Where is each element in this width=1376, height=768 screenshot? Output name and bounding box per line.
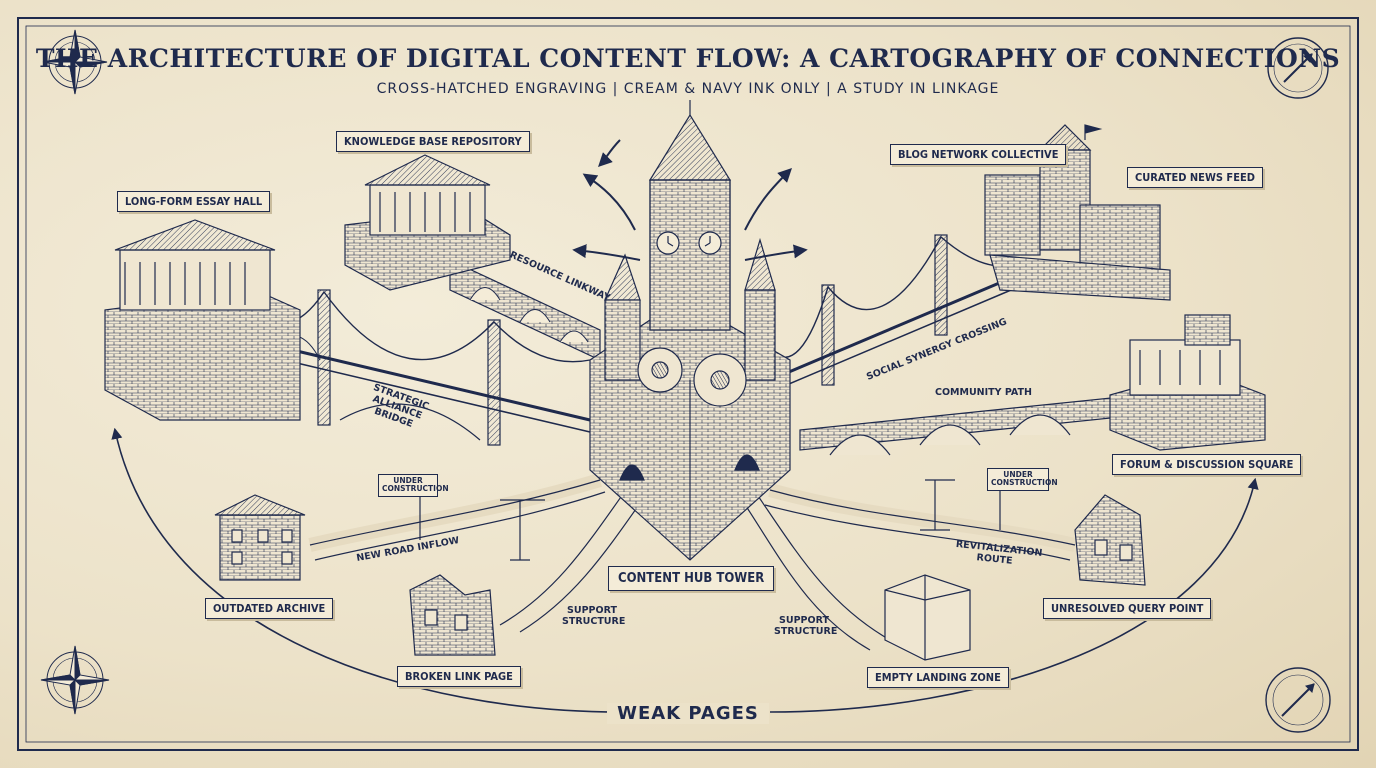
label-long-form-essay-hall: LONG-FORM ESSAY HALL <box>117 191 271 212</box>
content-hub-tower <box>589 100 791 561</box>
label-outdated-archive: OUTDATED ARCHIVE <box>205 598 334 619</box>
ornamental-border <box>17 17 1359 751</box>
strategic-alliance-bridge <box>249 289 591 446</box>
sign-under-construction-left: UNDER CONSTRUCTION <box>378 474 449 497</box>
blog-network-collective <box>984 124 1171 301</box>
empty-landing-building <box>884 574 971 661</box>
label-community-path: COMMUNITY PATH <box>935 387 1032 398</box>
compass-dial-icon <box>1267 37 1329 99</box>
page-title: THE ARCHITECTURE OF DIGITAL CONTENT FLOW… <box>35 44 1341 73</box>
sign-under-construction-right: UNDER CONSTRUCTION <box>987 468 1058 491</box>
label-support-right: SUPPORT STRUCTURE <box>774 615 838 637</box>
label-support-left: SUPPORT STRUCTURE <box>562 605 626 627</box>
forum-building <box>1109 314 1266 451</box>
broken-link-building <box>409 574 496 656</box>
page-subtitle: CROSS-HATCHED ENGRAVING | CREAM & NAVY I… <box>376 81 1000 97</box>
community-path <box>799 394 1141 456</box>
resource-linkway <box>449 259 601 361</box>
label-broken-link: BROKEN LINK PAGE <box>397 666 521 687</box>
construction-crane <box>419 479 1001 561</box>
roads <box>308 469 1077 651</box>
label-empty-landing: EMPTY LANDING ZONE <box>867 667 1009 688</box>
outflow-arrows <box>572 139 808 261</box>
weak-pages-arrows <box>111 427 1259 713</box>
compass-dial-icon <box>1265 667 1331 733</box>
compass-rose-icon <box>40 645 110 715</box>
label-unresolved-query: UNRESOLVED QUERY POINT <box>1043 598 1212 619</box>
long-form-essay-hall <box>104 219 301 421</box>
knowledge-base-repository <box>344 154 511 291</box>
label-forum: FORUM & DISCUSSION SQUARE <box>1112 454 1302 475</box>
unresolved-query-building <box>1074 494 1146 586</box>
compass-rose-icon <box>42 29 108 95</box>
label-knowledge-base: KNOWLEDGE BASE REPOSITORY <box>336 131 530 152</box>
label-content-hub: CONTENT HUB TOWER <box>608 566 775 591</box>
label-curated-news: CURATED NEWS FEED <box>1127 167 1263 188</box>
outdated-archive-building <box>214 494 306 581</box>
weak-pages-label: WEAK PAGES <box>0 703 1376 724</box>
social-synergy-crossing <box>769 234 1031 393</box>
label-blog-network: BLOG NETWORK COLLECTIVE <box>890 144 1067 165</box>
weak-pages-text: WEAK PAGES <box>607 703 769 724</box>
